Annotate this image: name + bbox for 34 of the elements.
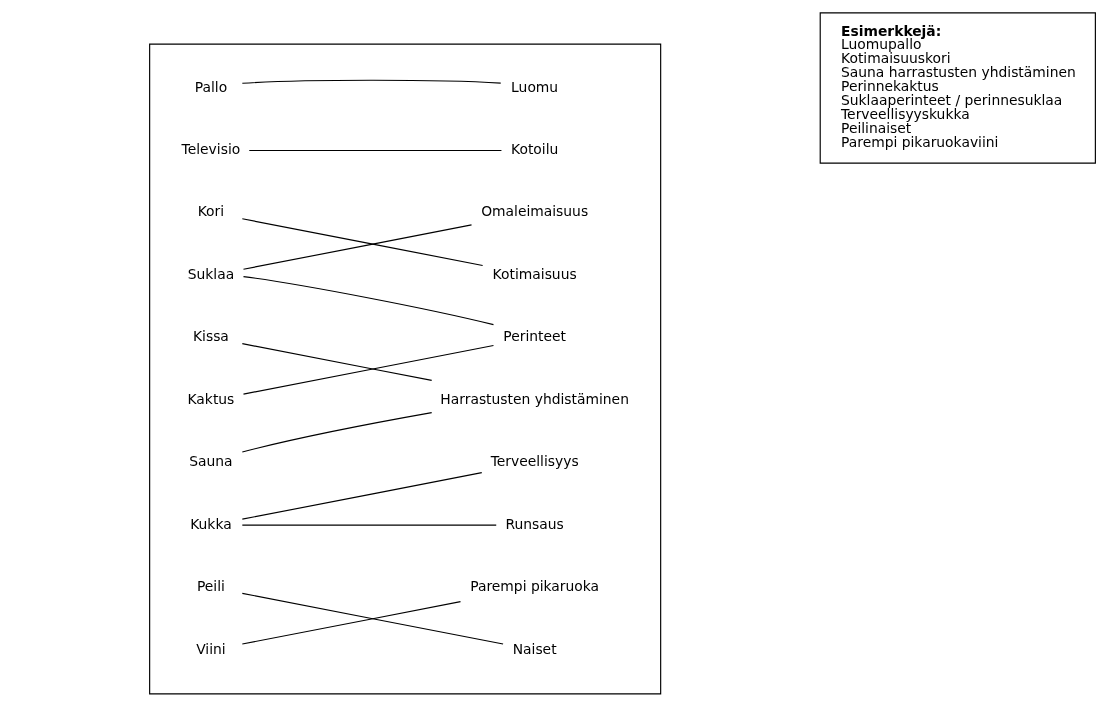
- connector: [242, 276, 495, 326]
- connector: [241, 343, 433, 381]
- node-text: Viini: [196, 640, 226, 657]
- node-text: Kotoilu: [511, 141, 559, 158]
- node-text: Terveellisyys: [490, 453, 579, 470]
- node-text: Kotimaisuus: [492, 265, 577, 282]
- node-text: Pallo: [194, 78, 228, 95]
- node-text: Harrastusten yhdistäminen: [440, 390, 629, 407]
- node-text: Kaktus: [187, 390, 235, 407]
- node-text: Naiset: [512, 640, 557, 657]
- node-text: Sauna: [189, 453, 233, 470]
- node-text: Omaleimaisuus: [481, 203, 589, 220]
- node-box: Esimerkkejä: Luomupallo Kotimaisuuskori Sauna harrastusten yhdistäminen Perinnekaktus Suklaaperinteet / perinnesuklaa Terveellisyyskukka Peilinaiset Parempi pikaruokaviini: [819, 12, 1096, 164]
- connector: [241, 79, 502, 84]
- node-text: Luomu: [511, 78, 559, 95]
- connector: [241, 524, 497, 526]
- node-text: Runsaus: [505, 515, 564, 532]
- connector: [241, 592, 504, 645]
- node-text: Parempi pikaruoka: [470, 578, 600, 595]
- node-text: Kukka: [190, 515, 232, 532]
- node-text: Suklaa: [187, 265, 235, 282]
- connector: [248, 149, 502, 152]
- node-text: Kissa: [192, 328, 229, 345]
- connector: [242, 224, 473, 270]
- connector: [241, 218, 484, 267]
- node-text: Televisio: [181, 141, 241, 158]
- connector: [242, 344, 495, 395]
- connector: [241, 601, 462, 645]
- connector: [241, 472, 483, 520]
- cluster: [149, 43, 662, 695]
- node-text: Kori: [197, 203, 225, 220]
- node-text: Peili: [196, 578, 225, 595]
- connector: [241, 412, 433, 453]
- node-text: Perinteet: [503, 328, 566, 345]
